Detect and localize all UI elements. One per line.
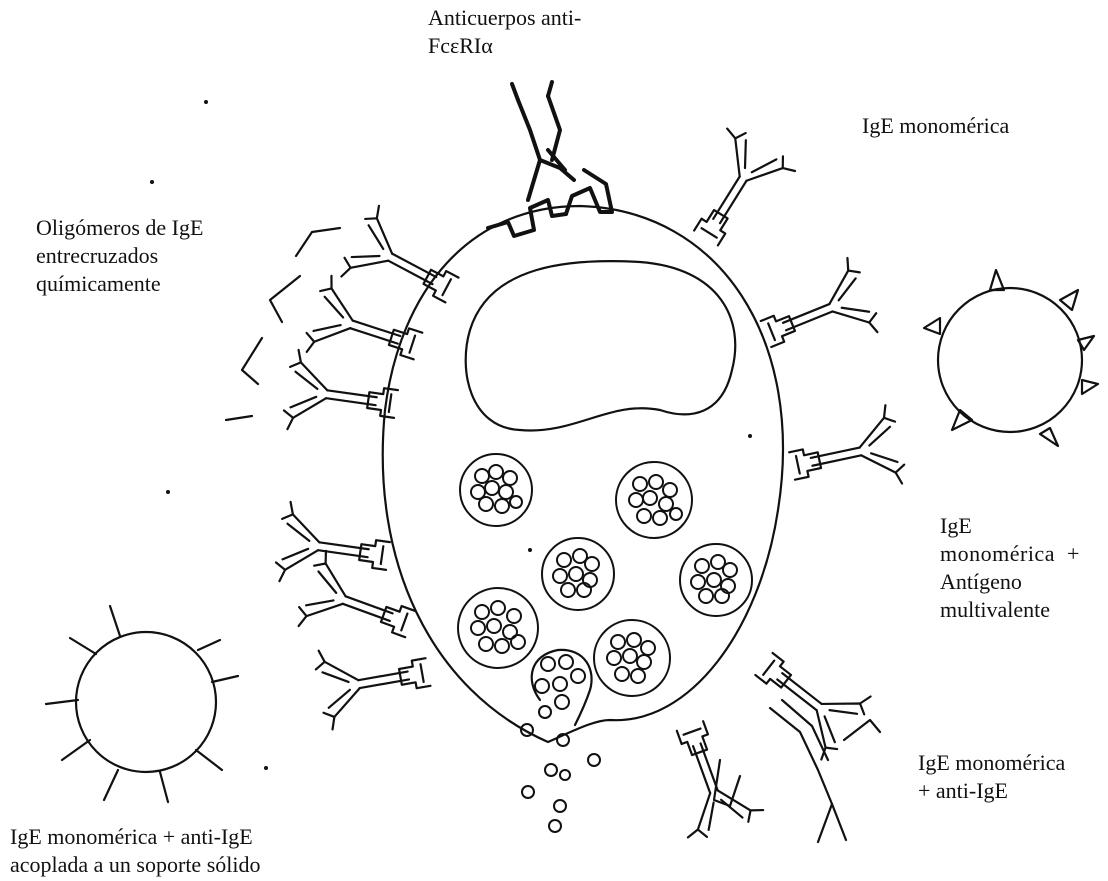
label-ige-anti-ige: IgE monomérica + anti-IgE [918,749,1065,805]
label-line: IgE [940,512,1080,540]
label-line: IgE monomérica + anti-IgE [10,823,261,851]
ige-receptors [274,124,908,844]
anti-ige-antibodies [714,700,880,842]
granule [542,538,614,610]
label-line: acoplada a un soporte sólido [10,851,261,879]
label-line: FcεRIα [428,32,581,60]
multivalent-antigen [924,270,1098,446]
stray-dots [150,100,752,770]
label-ige-oligomers: Oligómeros de IgE entrecruzados químicam… [36,214,203,298]
label-line: IgE monomérica [862,112,1009,140]
label-line: multivalente [940,596,1080,624]
label-line: IgE monomérica [918,749,1065,777]
granules [458,454,752,696]
mast-cell-body [383,206,783,742]
solid-support-bead [46,606,238,802]
label-ige-multivalent-antigen: IgE monomérica + Antígeno multivalente [940,512,1080,624]
label-ige-solid-support: IgE monomérica + anti-IgE acoplada a un … [10,823,261,879]
granule [594,620,670,696]
label-line: entrecruzados [36,242,203,270]
label-line: Anticuerpos anti- [428,4,581,32]
label-ige-monomeric: IgE monomérica [862,112,1009,140]
label-line: monomérica + [940,540,1080,568]
granule [680,544,752,616]
chemical-crosslinks [226,228,340,420]
nucleus [466,261,736,430]
granule [458,588,538,668]
label-line: Oligómeros de IgE [36,214,203,242]
label-line: químicamente [36,270,203,298]
granule [616,462,692,538]
anti-fceri-antibody [488,82,612,236]
label-line: Antígeno [940,568,1080,596]
label-line: + anti-IgE [918,777,1065,805]
granule [460,454,532,526]
label-anti-fceri-antibodies: Anticuerpos anti- FcεRIα [428,4,581,60]
